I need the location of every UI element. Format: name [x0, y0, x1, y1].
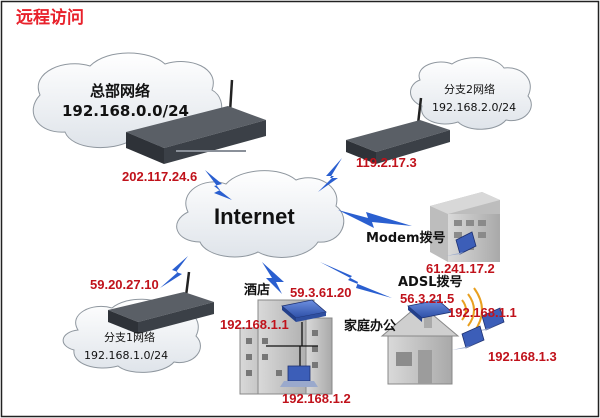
- branch1-network-name: 分支1网络: [104, 331, 155, 344]
- home-laptop-bottom: [452, 325, 485, 350]
- bolt-hq-internet: [205, 170, 232, 200]
- adsl-label: ADSL拨号: [398, 275, 463, 290]
- hotel-wan-ip: 59.3.61.20: [290, 285, 352, 300]
- hotel-pc-ip: 192.168.1.2: [282, 391, 351, 406]
- hotel-router: [281, 299, 327, 322]
- branch2-wan-ip: 119.2.17.3: [356, 155, 417, 170]
- hq-wan-ip: 202.117.24.6: [122, 169, 198, 184]
- hotel-lan-ip: 192.168.1.1: [220, 317, 289, 332]
- branch1-subnet: 192.168.1.0/24: [84, 349, 169, 362]
- bolt-internet-home: [320, 262, 392, 298]
- bolt-internet-hotel: [262, 262, 284, 294]
- internet-label: Internet: [214, 204, 295, 229]
- bolt-internet-modem: [338, 210, 412, 228]
- branch1-wan-ip: 59.20.27.10: [90, 277, 159, 292]
- home-adsl-router: [407, 299, 453, 322]
- hotel-laptop: [280, 365, 318, 387]
- home-lan-ip: 192.168.1.1: [448, 305, 517, 320]
- bolt-branch2-internet: [318, 158, 342, 192]
- modem-label: Modem拨号: [366, 231, 446, 246]
- office-building: [430, 192, 500, 262]
- modem-ip: 61.241.17.2: [426, 261, 495, 276]
- page-title: 远程访问: [16, 8, 84, 28]
- hq-router: [126, 79, 266, 164]
- hq-network-name: 总部网络: [90, 82, 151, 100]
- branch2-cloud: [410, 57, 532, 130]
- bolt-branch1-internet: [160, 256, 188, 288]
- branch1-router: [108, 271, 214, 334]
- modem-laptop: [446, 231, 477, 256]
- home-laptop-top: [472, 307, 505, 332]
- branch2-router: [346, 97, 450, 164]
- branch2-subnet: 192.168.2.0/24: [432, 101, 517, 114]
- home-office-label: 家庭办公: [344, 319, 397, 334]
- hotel-label: 酒店: [244, 283, 271, 298]
- home-wan-ip: 56.3.21.5: [400, 291, 455, 306]
- branch2-network-name: 分支2网络: [444, 83, 495, 96]
- hq-subnet: 192.168.0.0/24: [62, 102, 189, 120]
- home-pc-ip: 192.168.1.3: [488, 349, 557, 364]
